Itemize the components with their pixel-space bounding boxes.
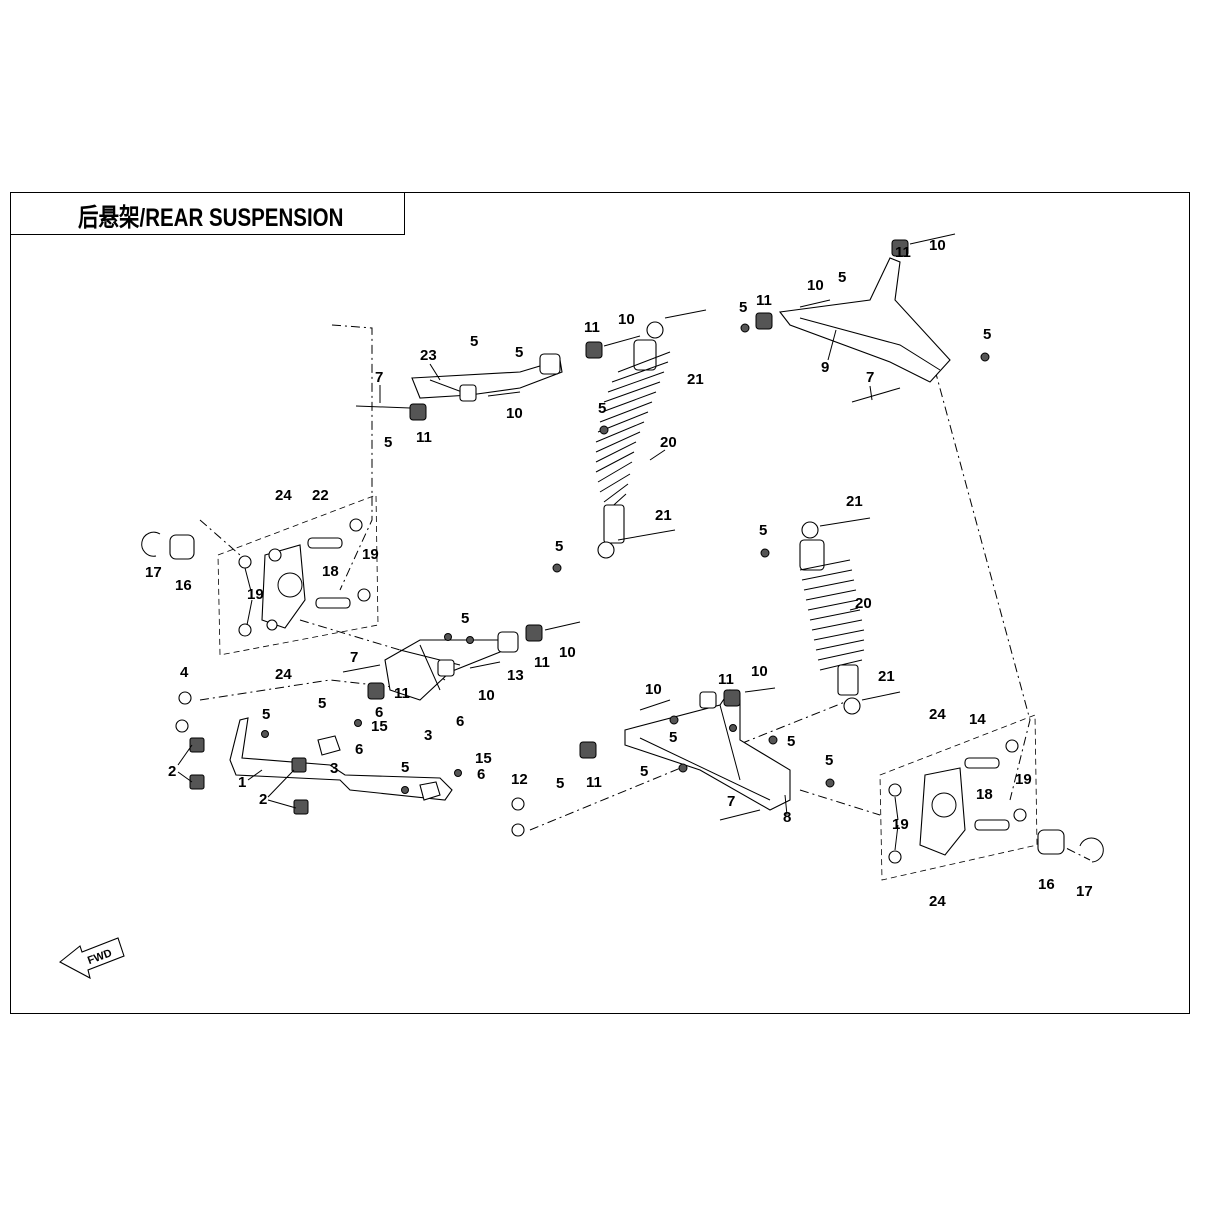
callout-11: 11 xyxy=(586,774,602,791)
callout-11: 11 xyxy=(584,319,600,336)
callout-5: 5 xyxy=(759,522,767,539)
stabilizer-bar xyxy=(175,691,525,837)
callout-19: 19 xyxy=(1015,771,1032,788)
callout-21: 21 xyxy=(655,507,672,524)
diagram-frame xyxy=(10,192,1190,1014)
callout-10: 10 xyxy=(645,681,662,698)
callout-5: 5 xyxy=(401,759,409,776)
callout-16: 16 xyxy=(1038,876,1055,893)
diagram-title: 后悬架/REAR SUSPENSION xyxy=(78,204,344,232)
callout-6: 6 xyxy=(456,713,464,730)
callout-13: 13 xyxy=(507,667,524,684)
callout-20: 20 xyxy=(855,595,872,612)
callout-17: 17 xyxy=(145,564,162,581)
callout-4: 4 xyxy=(180,664,189,681)
callout-5: 5 xyxy=(640,763,648,780)
title-box xyxy=(10,192,405,235)
callout-7: 7 xyxy=(375,369,383,386)
callout-5: 5 xyxy=(262,706,270,723)
callout-10: 10 xyxy=(618,311,635,328)
callout-20: 20 xyxy=(660,434,677,451)
callout-11: 11 xyxy=(416,429,432,446)
callout-6: 6 xyxy=(355,741,363,758)
callout-14: 14 xyxy=(969,711,986,728)
callout-11: 11 xyxy=(895,244,911,261)
callout-6: 6 xyxy=(375,704,383,721)
part-callouts: 23 5 5 11 10 7 5 11 10 21 5 20 21 5 11 1… xyxy=(145,237,1093,910)
callout-10: 10 xyxy=(751,663,768,680)
callout-6: 6 xyxy=(477,766,485,783)
callout-16: 16 xyxy=(175,577,192,594)
left-knuckle-group-box xyxy=(217,494,379,656)
callout-21: 21 xyxy=(846,493,863,510)
callout-7: 7 xyxy=(727,793,735,810)
callout-5: 5 xyxy=(838,269,846,286)
fwd-arrow: FWD xyxy=(59,937,125,980)
right-knuckle xyxy=(888,739,1104,864)
callout-5: 5 xyxy=(555,538,563,555)
callout-10: 10 xyxy=(506,405,523,422)
lower-right-arm xyxy=(579,687,835,821)
callout-10: 10 xyxy=(929,237,946,254)
callout-18: 18 xyxy=(976,786,993,803)
callout-5: 5 xyxy=(787,733,795,750)
callout-11: 11 xyxy=(394,685,410,702)
callout-5: 5 xyxy=(598,400,606,417)
callout-9: 9 xyxy=(821,359,829,376)
callout-22: 22 xyxy=(312,487,329,504)
callout-18: 18 xyxy=(322,563,339,580)
callout-21: 21 xyxy=(878,668,895,685)
upper-right-arm xyxy=(740,233,990,403)
callout-23: 23 xyxy=(420,347,437,364)
callout-19: 19 xyxy=(892,816,909,833)
callout-5: 5 xyxy=(739,299,747,316)
callout-5: 5 xyxy=(318,695,326,712)
callout-1: 1 xyxy=(238,774,246,791)
callout-10: 10 xyxy=(559,644,576,661)
callout-2: 2 xyxy=(168,763,176,780)
callout-15: 15 xyxy=(371,718,388,735)
callout-11: 11 xyxy=(756,292,772,309)
right-knuckle-group-box xyxy=(879,714,1038,881)
callout-24: 24 xyxy=(929,706,946,723)
callout-5: 5 xyxy=(983,326,991,343)
callout-5: 5 xyxy=(461,610,469,627)
callout-10: 10 xyxy=(807,277,824,294)
callout-2: 2 xyxy=(259,791,267,808)
callout-24: 24 xyxy=(275,666,292,683)
callout-5: 5 xyxy=(470,333,478,350)
callout-5: 5 xyxy=(669,729,677,746)
callout-3: 3 xyxy=(330,760,338,777)
callout-5: 5 xyxy=(825,752,833,769)
callout-17: 17 xyxy=(1076,883,1093,900)
callout-5: 5 xyxy=(556,775,564,792)
callout-10: 10 xyxy=(478,687,495,704)
callout-24: 24 xyxy=(929,893,946,910)
callout-11: 11 xyxy=(718,671,734,688)
callout-3: 3 xyxy=(424,727,432,744)
callout-leaders xyxy=(177,329,899,851)
callout-11: 11 xyxy=(534,654,550,671)
callout-21: 21 xyxy=(687,371,704,388)
lower-left-arm xyxy=(342,621,581,701)
callout-19: 19 xyxy=(247,586,264,603)
callout-15: 15 xyxy=(475,750,492,767)
callout-24: 24 xyxy=(275,487,292,504)
right-shock-absorber xyxy=(760,517,901,715)
callout-19: 19 xyxy=(362,546,379,563)
upper-left-arm xyxy=(355,335,641,421)
callout-7: 7 xyxy=(350,649,358,666)
callout-5: 5 xyxy=(384,434,392,451)
left-shock-absorber xyxy=(552,309,707,573)
callout-8: 8 xyxy=(783,809,791,826)
left-knuckle xyxy=(141,518,371,637)
callout-12: 12 xyxy=(511,771,528,788)
callout-7: 7 xyxy=(866,369,874,386)
callout-5: 5 xyxy=(515,344,523,361)
